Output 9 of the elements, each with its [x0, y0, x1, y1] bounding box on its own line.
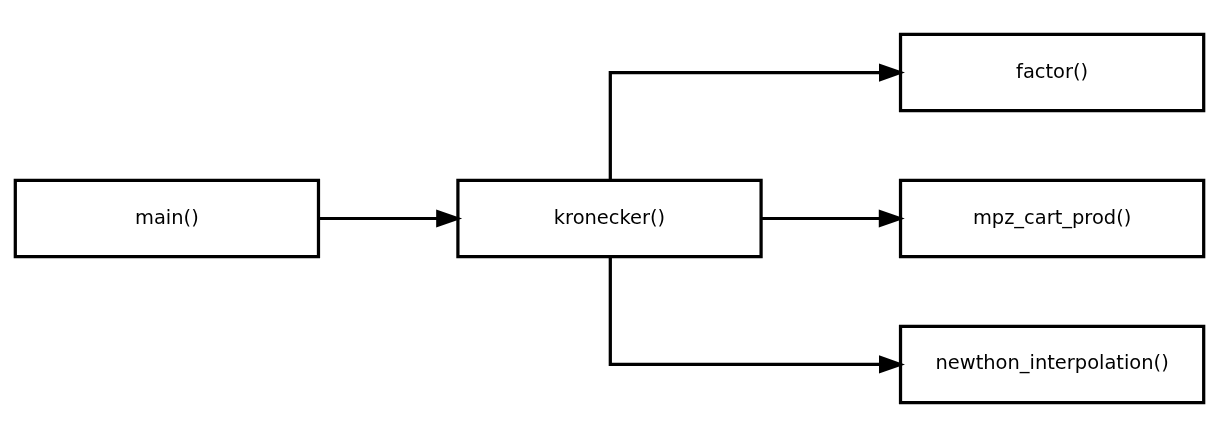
- node-box: factor(): [898, 32, 1206, 112]
- arrow: [608, 256, 905, 373]
- node-box: newthon_interpolation(): [898, 324, 1206, 404]
- node-box: main(): [13, 178, 321, 258]
- arrow: [318, 208, 463, 228]
- node-box: mpz_cart_prod(): [898, 178, 1206, 258]
- arrow: [608, 63, 905, 180]
- node-box: kronecker(): [456, 178, 763, 258]
- arrow: [761, 208, 905, 228]
